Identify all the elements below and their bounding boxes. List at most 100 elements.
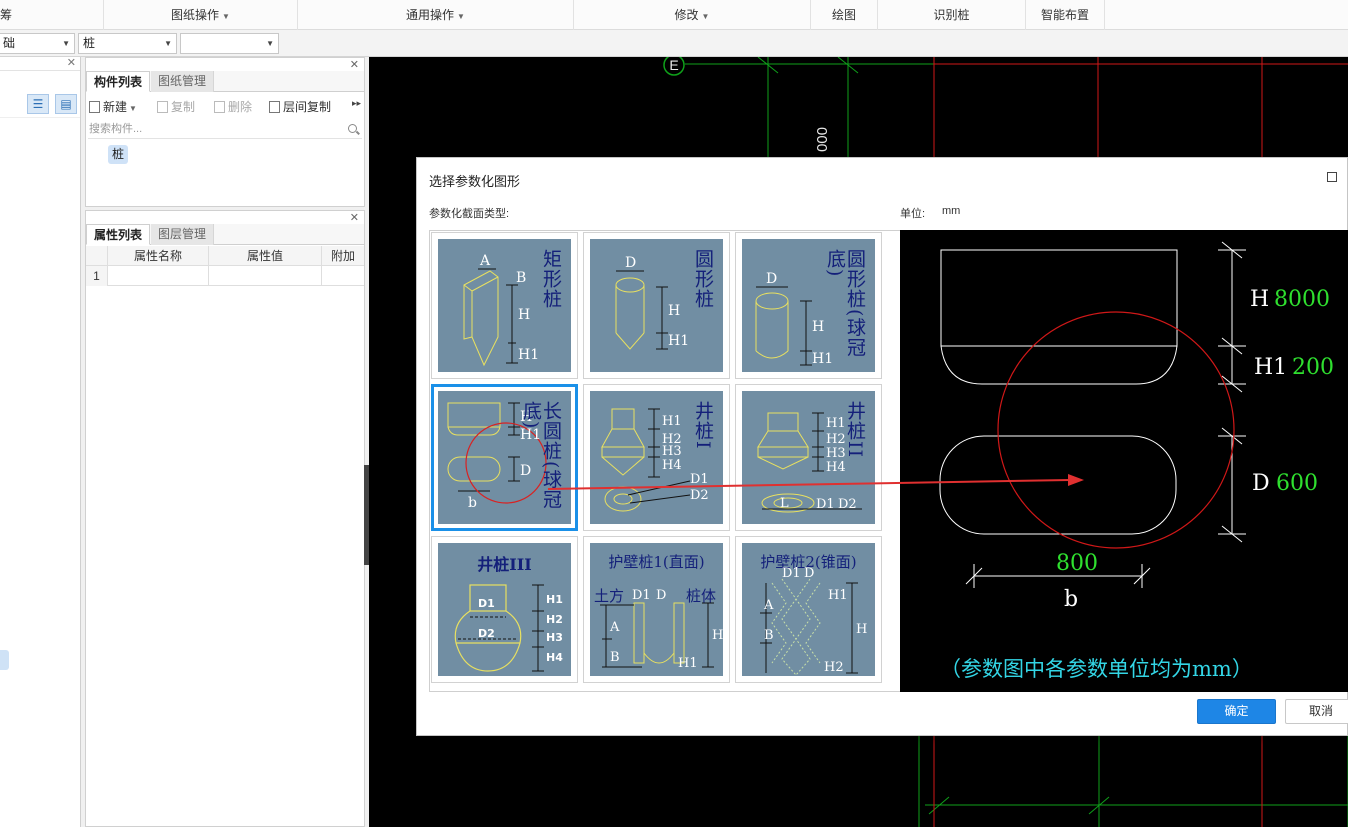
- dialog-title: 选择参数化图形: [429, 174, 521, 189]
- more-icon[interactable]: ▸▸: [352, 98, 362, 108]
- tab-property-list[interactable]: 属性列表: [86, 224, 151, 245]
- param-label-h1: H1: [1254, 355, 1287, 380]
- selection-highlight-circle: [465, 422, 547, 504]
- property-value-cell[interactable]: [209, 266, 322, 286]
- shape-title: 护壁桩1(直面): [608, 553, 705, 571]
- table-row[interactable]: 1: [86, 266, 364, 286]
- svg-text:土方: 土方: [594, 587, 624, 605]
- ribbon-smart-layout[interactable]: 智能布置: [1026, 0, 1105, 30]
- tab-drawing-management[interactable]: 图纸管理: [151, 71, 215, 92]
- pile-outline: [939, 249, 1178, 535]
- parameter-labels: H 8000 H1 200 D 600 800 b: [1056, 287, 1334, 612]
- svg-text:D2: D2: [838, 497, 857, 512]
- ribbon-drawing-ops[interactable]: 图纸操作▼: [104, 0, 298, 30]
- param-label-b: b: [1064, 587, 1078, 612]
- annotation-arrow: [547, 479, 1071, 490]
- maximize-icon[interactable]: [1327, 172, 1337, 182]
- shape-title: 矩形桩: [540, 249, 562, 309]
- list-view-icon[interactable]: ☰: [27, 94, 49, 114]
- tab-layer-management[interactable]: 图层管理: [151, 224, 215, 245]
- svg-text:D1: D1: [478, 597, 495, 610]
- svg-text:H: H: [712, 628, 723, 643]
- svg-text:桩体: 桩体: [686, 587, 716, 605]
- new-button[interactable]: 新建▼: [89, 98, 137, 115]
- shape-title: 井桩II: [844, 401, 866, 459]
- delete-button[interactable]: 删除: [214, 98, 252, 115]
- property-name-cell[interactable]: [108, 266, 209, 286]
- axis-bubble: [663, 57, 685, 76]
- trash-icon: [214, 101, 225, 113]
- component-panel-tabs: 构件列表 图纸管理: [86, 71, 364, 92]
- chevron-down-icon: ▼: [222, 12, 230, 21]
- close-icon[interactable]: ✕: [349, 59, 359, 71]
- ribbon-identify-pile[interactable]: 识别桩: [878, 0, 1026, 30]
- svg-text:H4: H4: [546, 651, 563, 664]
- shape-title: 井桩III: [477, 555, 532, 574]
- table-header-row: 属性名称 属性值 附加: [86, 246, 364, 266]
- svg-text:H1: H1: [662, 414, 682, 429]
- svg-text:B: B: [516, 270, 526, 286]
- svg-text:H: H: [518, 307, 530, 323]
- component-type-combo[interactable]: 桩▼: [78, 33, 177, 54]
- unit-note: （参数图中各参数单位均为mm）: [940, 657, 1253, 681]
- unit-value: mm: [942, 205, 961, 217]
- close-icon[interactable]: ✕: [66, 57, 76, 69]
- svg-text:H1: H1: [678, 656, 698, 671]
- component-name-combo[interactable]: ▼: [180, 33, 279, 54]
- svg-text:B: B: [764, 628, 774, 643]
- component-list-panel: ✕ 构件列表 图纸管理 新建▼ 复制 删除 层间复制 ▸▸ 搜索构件... 桩: [85, 57, 365, 207]
- floor-copy-button[interactable]: 层间复制: [269, 98, 331, 115]
- ribbon-modify[interactable]: 修改▼: [574, 0, 811, 30]
- tab-component-list[interactable]: 构件列表: [86, 71, 151, 92]
- copy-button[interactable]: 复制: [157, 98, 195, 115]
- dropdown-arrow-icon: ▼: [62, 39, 70, 48]
- shape-title: 井桩I: [692, 401, 714, 450]
- component-search-input[interactable]: 搜索构件...: [88, 119, 362, 139]
- ribbon-group-cut[interactable]: 筹: [0, 0, 104, 30]
- svg-text:A: A: [763, 598, 774, 613]
- column-header-extra: 附加: [330, 249, 355, 263]
- ok-button[interactable]: 确定: [1197, 699, 1276, 724]
- unit-label: 单位:: [900, 208, 926, 220]
- svg-text:H4: H4: [826, 460, 846, 475]
- detail-view-icon[interactable]: ▤: [55, 94, 77, 114]
- selection-highlight-circle: [997, 311, 1235, 549]
- shape-parameter-preview: H 8000 H1 200 D 600 800 b （参数图中各参数单位均为mm…: [900, 230, 1348, 692]
- search-icon[interactable]: [348, 124, 357, 133]
- param-value-h: 8000: [1274, 287, 1330, 312]
- component-item-pile[interactable]: 桩: [108, 145, 129, 164]
- svg-text:H: H: [520, 409, 532, 425]
- section-type-label: 参数化截面类型:: [429, 208, 510, 220]
- axis-label-e: E: [669, 57, 678, 73]
- category-combo[interactable]: 础▼: [0, 33, 75, 54]
- column-header-name: 属性名称: [108, 246, 209, 266]
- ribbon-common-ops[interactable]: 通用操作▼: [298, 0, 574, 30]
- list-item: [0, 117, 80, 135]
- svg-text:H3: H3: [826, 446, 846, 461]
- svg-text:D2: D2: [690, 488, 709, 503]
- cancel-button[interactable]: 取消: [1285, 699, 1348, 724]
- panel-splitter-handle[interactable]: [364, 465, 370, 565]
- svg-text:H1: H1: [668, 333, 689, 349]
- svg-text:H1: H1: [518, 347, 539, 363]
- ribbon-draw[interactable]: 绘图: [811, 0, 878, 30]
- svg-text:H2: H2: [546, 613, 563, 626]
- axis-lines-red: [933, 57, 1348, 827]
- close-icon[interactable]: ✕: [349, 212, 359, 224]
